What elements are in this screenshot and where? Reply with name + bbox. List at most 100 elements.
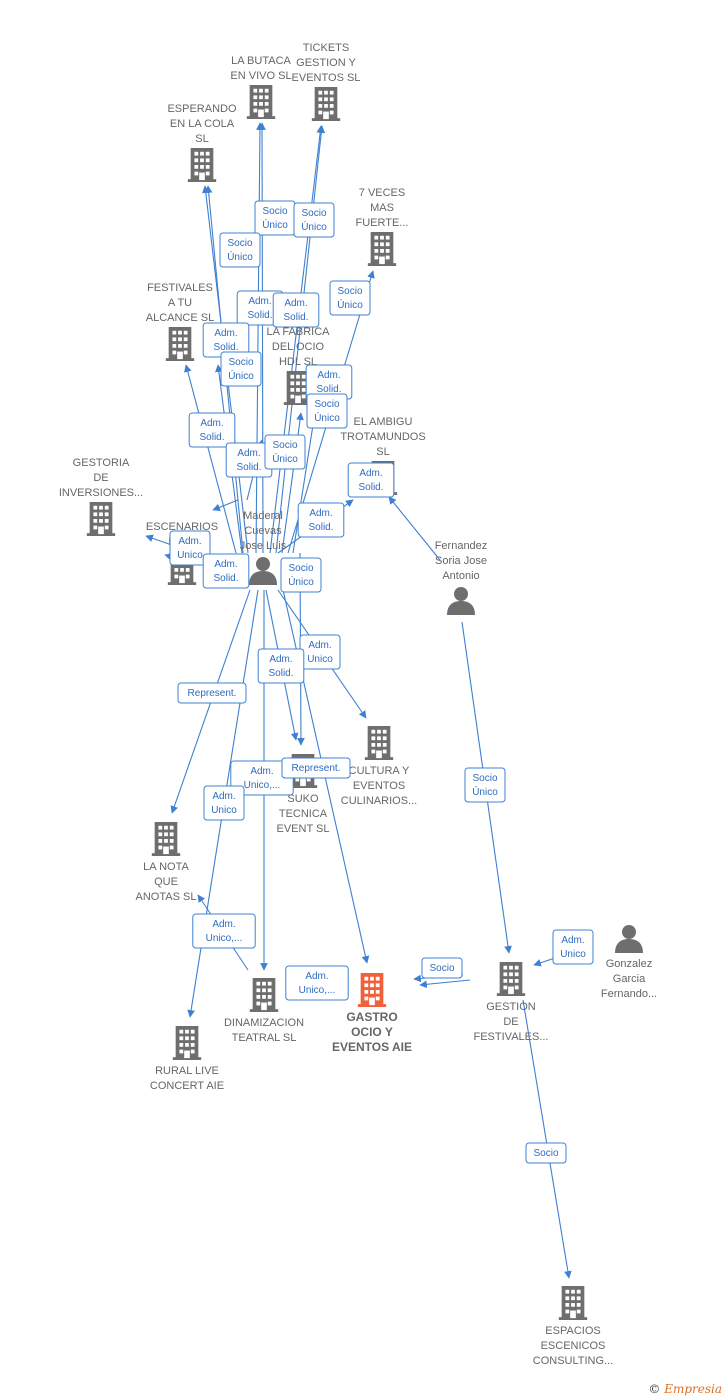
node-label: EL AMBIGU (354, 416, 413, 428)
node-label: DEL OCIO (272, 341, 325, 353)
edge-label[interactable]: Adm.Unico (203, 785, 245, 821)
building-icon (558, 1286, 588, 1320)
edge-label[interactable]: Socio (421, 957, 463, 979)
node-gestoria[interactable]: GESTORIADEINVERSIONES... (59, 457, 143, 536)
edge-label-text: Socio (337, 286, 362, 297)
edge-label[interactable]: Adm.Solid. (347, 462, 395, 498)
edge-maderal-tickets (275, 125, 326, 554)
edge-label[interactable]: Adm.Solid. (257, 648, 305, 684)
building-icon (357, 973, 387, 1007)
edge-label[interactable]: Adm.Solid. (297, 502, 345, 538)
edge-label[interactable]: Adm.Unico (299, 634, 341, 670)
edge-label-text: Único (227, 250, 253, 263)
edge-label-box (202, 553, 250, 589)
edge-label[interactable]: Represent. (177, 682, 247, 704)
node-gonzalez[interactable]: GonzalezGarciaFernando... (601, 925, 657, 1000)
edge-label-box (203, 785, 245, 821)
edge-label-text: Solid. (236, 462, 261, 473)
node-label: Cuevas (244, 525, 282, 537)
edge-label[interactable]: Adm.Unico,... (285, 965, 349, 1001)
node-label: RURAL LIVE (155, 1065, 219, 1077)
edge-maderal-festivales (184, 364, 237, 554)
edge-label-text: Represent. (188, 688, 237, 699)
edge-label-text: Solid. (283, 312, 308, 323)
edge-label-text: Socio (429, 963, 454, 974)
edge-label-box (219, 232, 261, 268)
edge-label-text: Adm. (212, 919, 235, 930)
edge-label-text: Único (472, 785, 498, 798)
node-gestion[interactable]: GESTIONDEFESTIVALES... (474, 962, 549, 1043)
node-veces[interactable]: 7 VECESMASFUERTE... (356, 187, 409, 266)
edge-label-text: Único (272, 452, 298, 465)
edge-label[interactable]: Adm.Unico (169, 530, 211, 566)
node-label: ESCENICOS (541, 1340, 606, 1352)
edge-label[interactable]: Adm.Solid. (188, 412, 236, 448)
node-label: LA NOTA (143, 861, 189, 873)
edge-label-text: Adm. (212, 791, 235, 802)
edge-label[interactable]: Socio (525, 1142, 567, 1164)
edge-label[interactable]: Adm.Unico,... (230, 760, 294, 796)
edge-label[interactable]: Adm.Solid. (202, 553, 250, 589)
edge-label-text: Solid. (213, 342, 238, 353)
edge-label-box (421, 957, 463, 979)
building-icon (151, 822, 181, 856)
building-icon (165, 327, 195, 361)
node-label: FESTIVALES... (474, 1031, 549, 1043)
edge-label-box (264, 434, 306, 470)
node-label: Garcia (613, 973, 646, 985)
edge-label-text: Unico (177, 550, 203, 561)
edge-label[interactable]: Adm.Unico,... (192, 913, 256, 949)
edge-label-box (280, 557, 322, 593)
edge-label-text: Solid. (268, 668, 293, 679)
edge-label[interactable]: Adm.Unico (552, 929, 594, 965)
node-label: GESTORIA (73, 457, 130, 469)
node-label: EVENT SL (277, 823, 330, 835)
node-label: SUKO (287, 793, 319, 805)
node-espacios[interactable]: ESPACIOSESCENICOSCONSULTING... (533, 1286, 613, 1367)
edge-label-text: Único (301, 220, 327, 233)
edge-label-box (177, 682, 247, 704)
node-label: Fernando... (601, 988, 657, 1000)
edge-label[interactable]: Adm.Solid. (305, 364, 353, 400)
brand-logo[interactable]: Empresia (664, 1382, 722, 1396)
person-icon (447, 587, 475, 615)
node-rural[interactable]: RURAL LIVE CONCERT AIE (150, 1026, 224, 1092)
edge-label[interactable]: Adm.Solid. (225, 442, 273, 478)
node-label: Gonzalez (606, 958, 652, 970)
edge-label-text: Unico (560, 949, 586, 960)
edge-label[interactable]: Represent. (281, 757, 351, 779)
node-label: CONCERT AIE (150, 1080, 224, 1092)
edge-label-text: Único (314, 411, 340, 424)
node-label: Maderal (243, 510, 283, 522)
edge-label-text: Único (288, 575, 314, 588)
edge-label[interactable]: Adm.Solid. (272, 292, 320, 328)
node-label: LA FABRICA (267, 326, 331, 338)
edge-label-text: Socio (228, 357, 253, 368)
node-cultura[interactable]: CULTURA YEVENTOSCULINARIOS... (341, 726, 417, 807)
node-label: INVERSIONES... (59, 487, 143, 499)
node-label: ANOTAS SL (136, 891, 197, 903)
edge-label-text: Adm. (309, 508, 332, 519)
